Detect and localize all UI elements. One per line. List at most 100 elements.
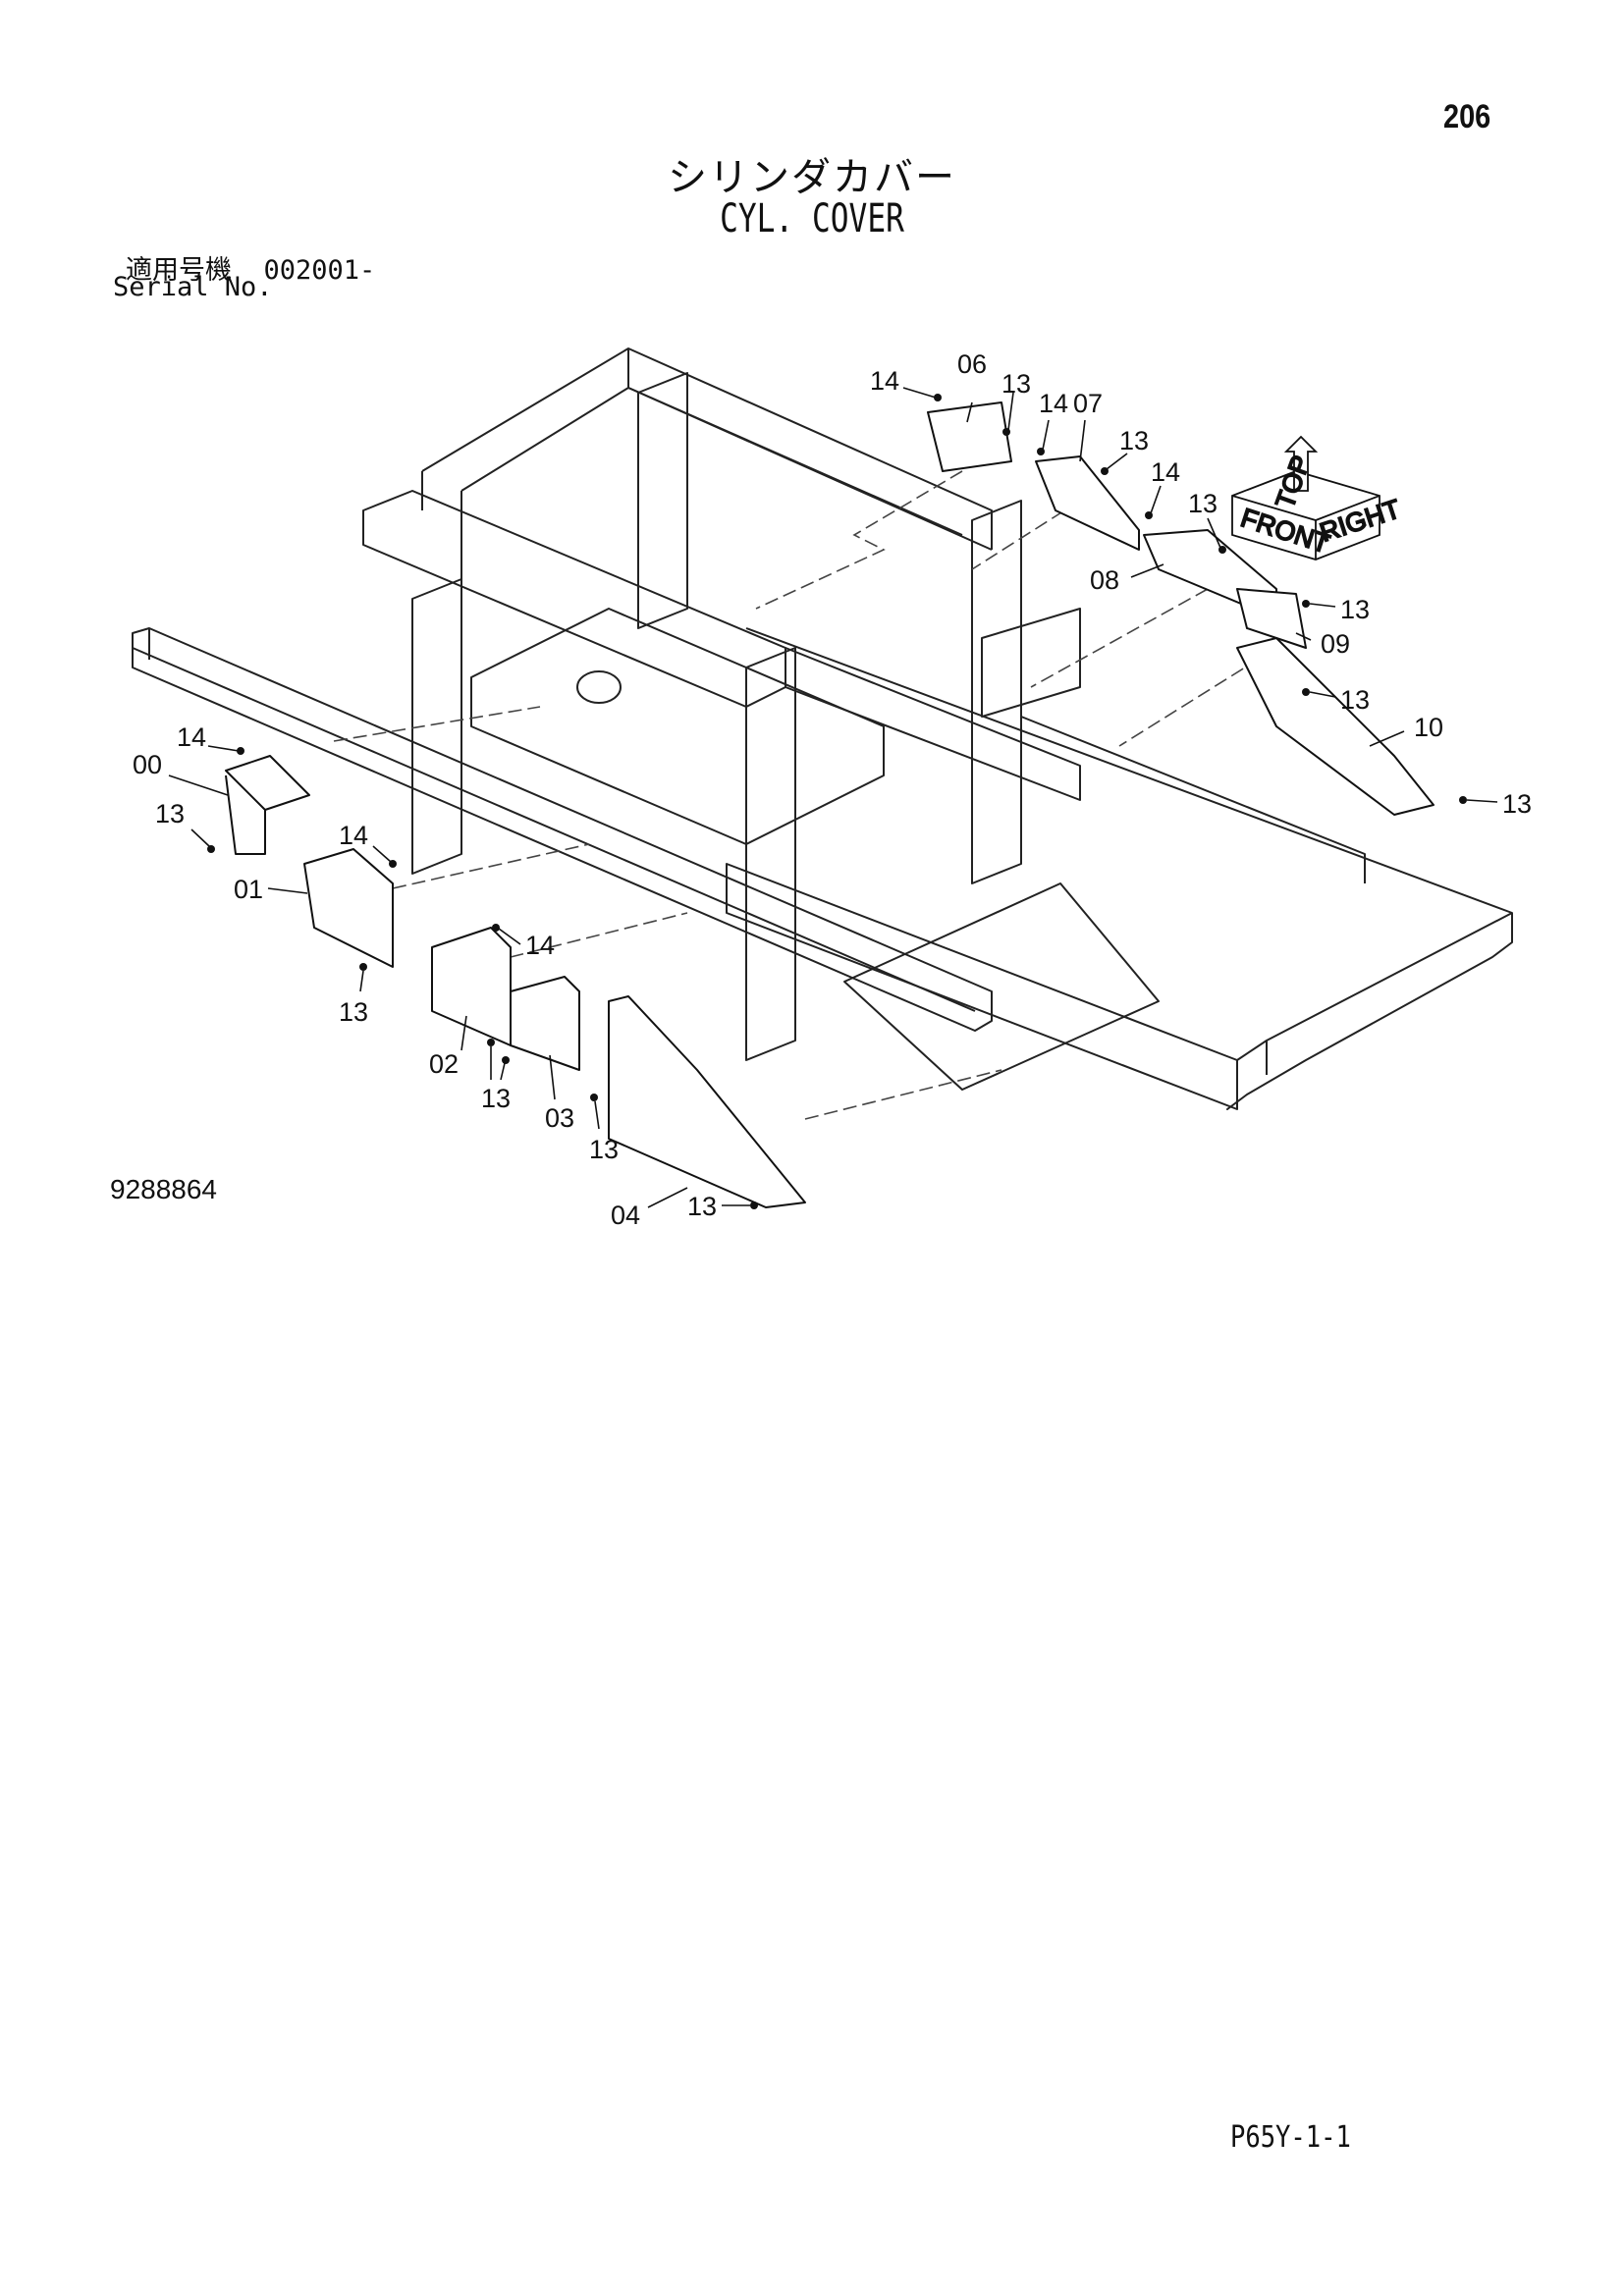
callout-13: 13	[1001, 369, 1031, 399]
sheet-code: P65Y-1-1	[1230, 2120, 1351, 2155]
callout-13: 13	[339, 997, 368, 1027]
part-10-cover	[1236, 637, 1435, 816]
drawing-number: 9288864	[110, 1174, 218, 1204]
orientation-indicator: FRONT RIGHT TOP	[1231, 435, 1405, 561]
callout-14: 14	[339, 821, 368, 850]
tick-14-b	[1042, 419, 1050, 451]
bolt-14-f	[492, 924, 500, 932]
serial-value: 002001-	[263, 255, 376, 286]
tick-14-e	[372, 845, 392, 863]
callout-03: 03	[545, 1103, 574, 1133]
callout-13: 13	[687, 1192, 717, 1221]
tick-13-a	[1007, 392, 1014, 431]
page-number: 206	[1443, 98, 1491, 135]
tick-04	[647, 1187, 688, 1208]
tick-10	[1369, 730, 1405, 747]
cylinder-port	[576, 670, 622, 704]
upper-beam-right	[785, 647, 1081, 801]
post-front-left	[411, 578, 462, 875]
bolt-13-d	[1302, 600, 1310, 608]
bolt-13-k	[590, 1094, 598, 1101]
callout-07: 07	[1073, 389, 1103, 418]
callout-13: 13	[155, 799, 185, 828]
callout-13: 13	[1502, 789, 1532, 819]
callout-13: 13	[1188, 489, 1218, 518]
bolt-13-h	[359, 963, 367, 971]
callout-06: 06	[957, 349, 987, 379]
callout-00: 00	[133, 750, 162, 779]
tick-07	[1079, 419, 1086, 462]
rear-frame-edge	[1020, 716, 1366, 883]
part-07-cover	[1035, 455, 1140, 551]
post-front-right	[745, 647, 796, 1061]
bolt-14-a	[934, 394, 942, 401]
post-rear-right	[971, 500, 1022, 884]
frame-center-beam	[726, 863, 1238, 1110]
part-00-cover	[225, 755, 310, 855]
tick-14-c	[1150, 485, 1162, 514]
orientation-cube-edges	[1231, 495, 1380, 560]
callout-14: 14	[1039, 389, 1068, 418]
leader-00	[333, 706, 541, 742]
callout-13: 13	[589, 1135, 619, 1164]
tick-14-d	[207, 745, 240, 752]
callout-13: 13	[1119, 426, 1149, 455]
bolt-13-j	[502, 1056, 510, 1064]
callout-13: 13	[481, 1084, 511, 1113]
callout-09: 09	[1321, 629, 1350, 659]
callout-02: 02	[429, 1049, 459, 1079]
tick-02	[460, 1015, 467, 1051]
tick-06	[966, 401, 973, 423]
leader-01	[392, 843, 590, 889]
leader-08	[1030, 588, 1209, 688]
leader-06	[755, 470, 963, 610]
tick-13-h	[359, 970, 364, 992]
tick-01	[267, 887, 308, 894]
callout-14: 14	[525, 931, 555, 960]
tick-09	[1295, 632, 1312, 641]
tick-14-a	[902, 387, 937, 399]
frame-rail-right-end	[1236, 912, 1513, 1075]
bolt-13-i	[487, 1039, 495, 1046]
title-japanese: シリンダカバー	[668, 155, 956, 200]
tick-13-c	[1207, 517, 1221, 549]
bolt-13-f	[1459, 796, 1467, 804]
tick-00	[168, 774, 229, 796]
tick-13-f	[1466, 799, 1498, 803]
callout-08: 08	[1090, 565, 1119, 595]
leader-04	[804, 1069, 1002, 1120]
callout-14: 14	[870, 366, 899, 396]
callout-10: 10	[1414, 713, 1443, 742]
tick-13-b	[1106, 453, 1128, 470]
frame-rail-left-edge	[132, 628, 976, 1012]
cab-frame-top	[421, 347, 993, 551]
undercarriage-plate	[843, 882, 1160, 1091]
part-02-cover	[431, 927, 512, 1046]
tick-13-ij	[490, 1046, 506, 1081]
parts-diagram: FRONT RIGHT TOP 14 06 13 14 07 13 14 13 …	[132, 347, 1532, 1230]
serial-label-en: Serial No.	[113, 272, 273, 302]
callout-14: 14	[1151, 457, 1180, 487]
bolt-13-l	[750, 1201, 758, 1209]
serial-label-jp-line: 適用号機 002001-	[126, 248, 375, 287]
serial-label-jp: 適用号機	[126, 255, 232, 286]
rear-cross-member	[981, 608, 1081, 718]
part-03-cover	[510, 976, 580, 1071]
part-04-cover	[608, 995, 806, 1208]
bolt-13-e	[1302, 688, 1310, 696]
tick-13-e	[1309, 691, 1336, 698]
tick-13-g	[190, 828, 210, 847]
tick-08	[1130, 563, 1164, 578]
leader-02	[490, 912, 688, 963]
cylinder-tray	[470, 608, 885, 845]
part-01-cover	[303, 848, 394, 968]
post-rear-left	[637, 372, 688, 629]
callout-14: 14	[177, 722, 206, 752]
upper-beam-left	[362, 490, 786, 708]
tick-13-k	[594, 1100, 600, 1130]
part-09-cover	[1236, 588, 1307, 649]
tick-14-f	[498, 928, 521, 945]
tick-03	[549, 1054, 556, 1100]
part-06-cover	[927, 401, 1012, 472]
callout-04: 04	[611, 1201, 640, 1230]
